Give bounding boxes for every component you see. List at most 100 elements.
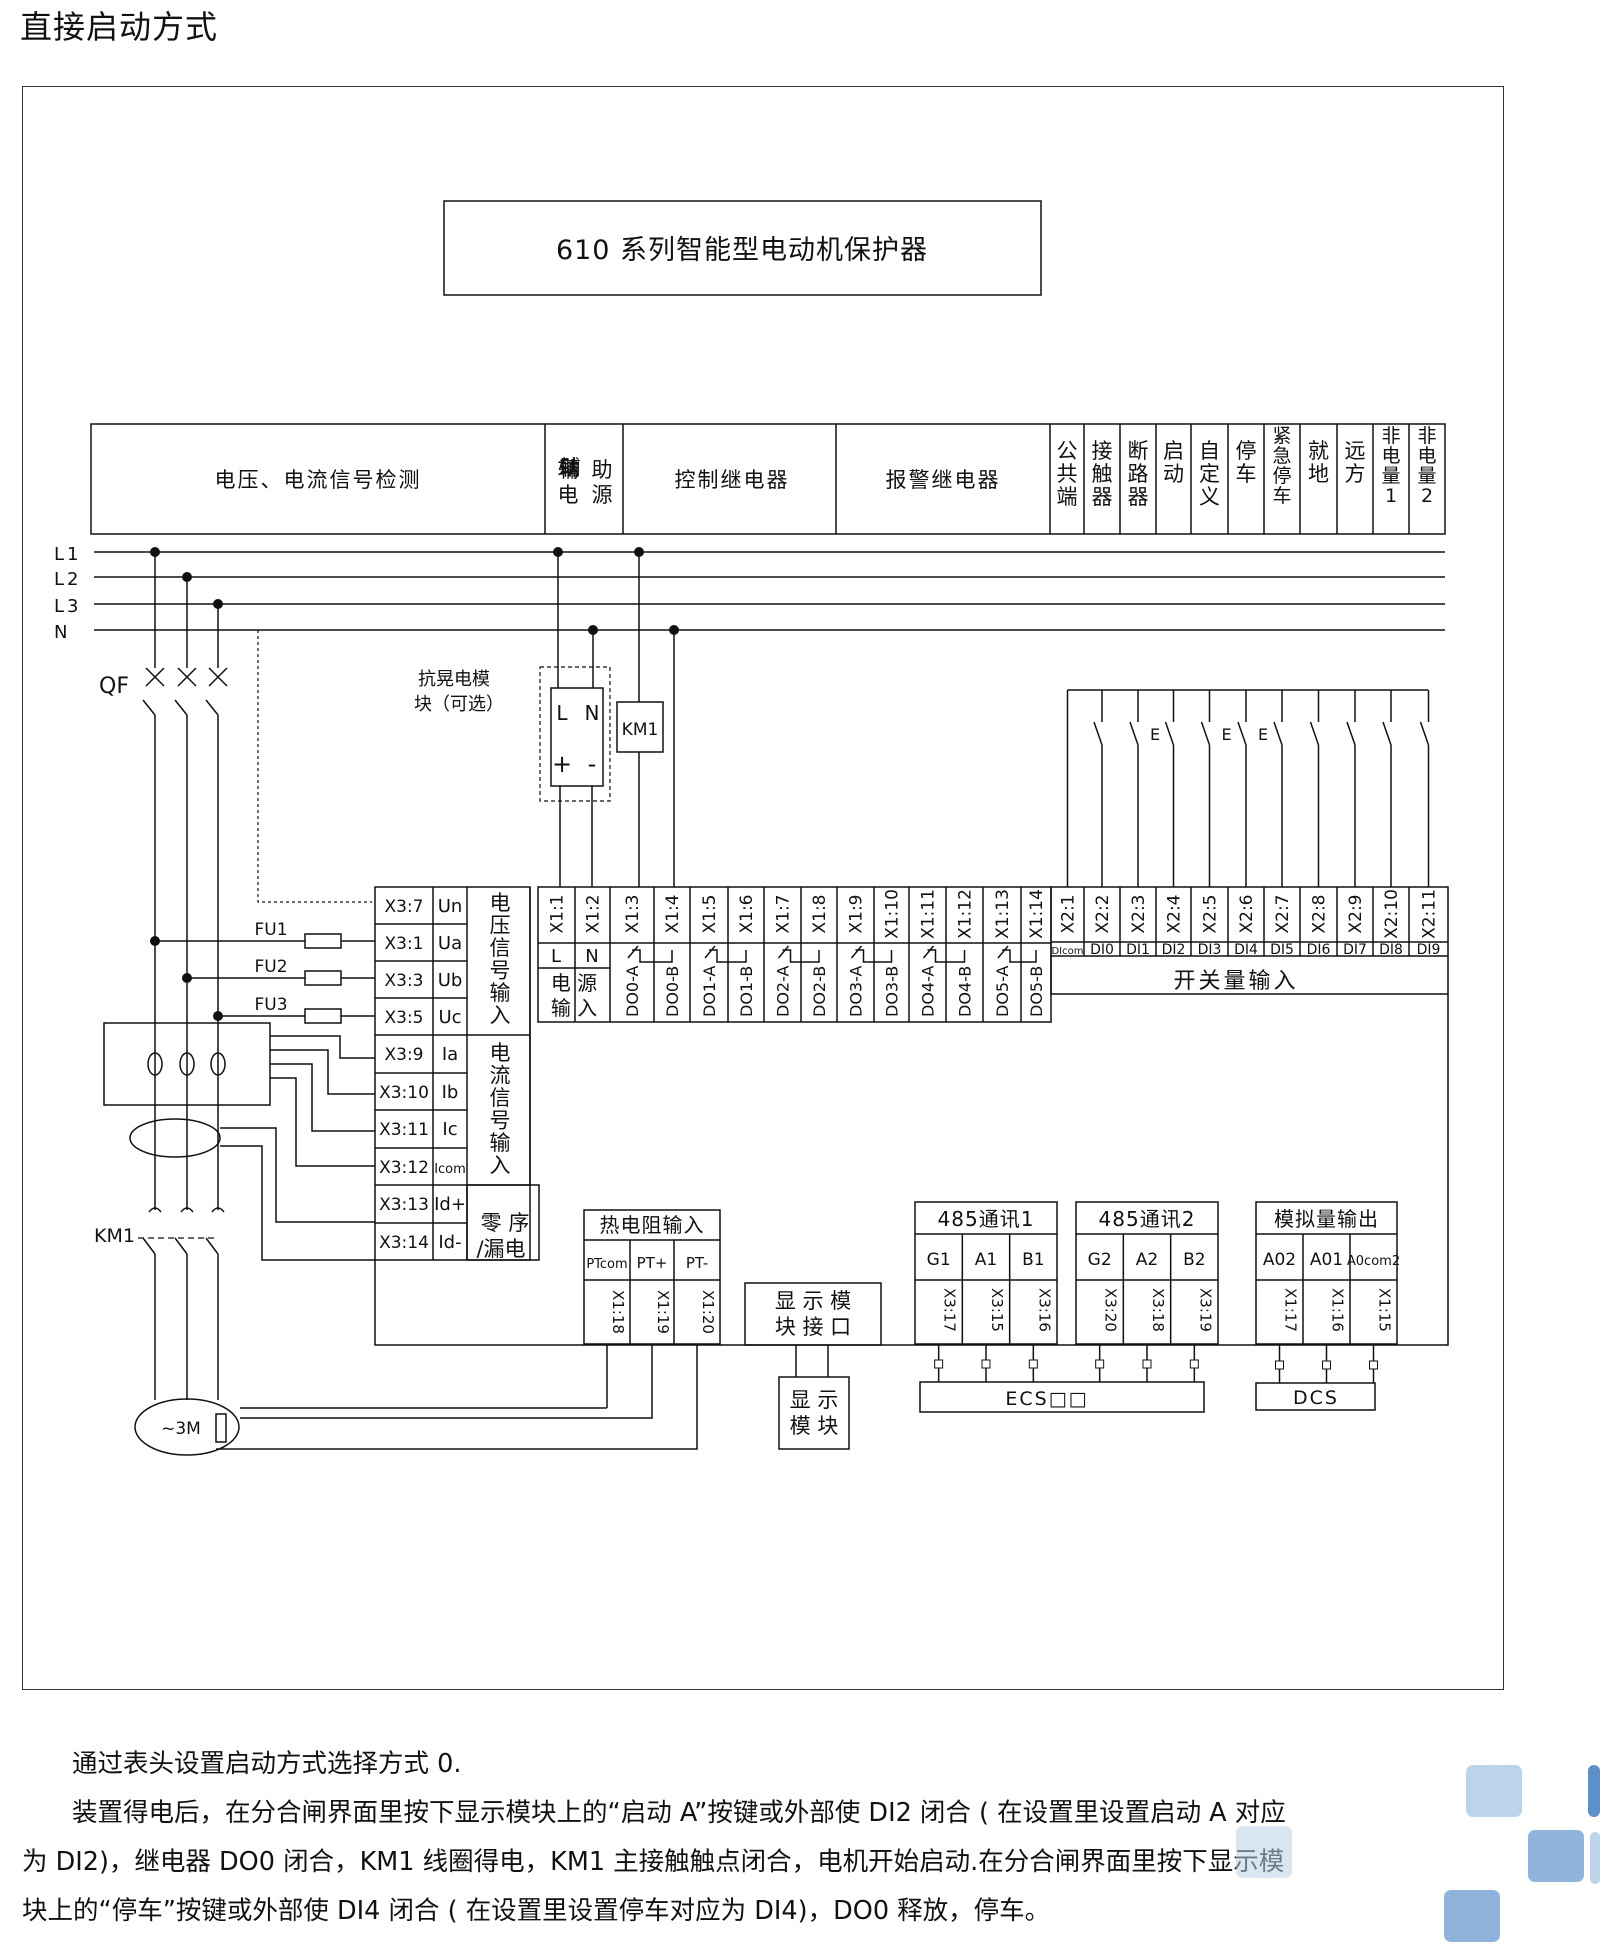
comm1-title: 485通讯1 (938, 1207, 1035, 1231)
header-aux-power: 辅 (558, 458, 579, 482)
comm2-sig-A2: A2 (1136, 1250, 1158, 1270)
decorative-square-6 (1590, 1832, 1600, 1884)
contactor-arc (180, 1207, 194, 1213)
x3-term-X3:7: X3:7 (384, 897, 423, 917)
current-input-label: 输 (490, 1131, 511, 1155)
ecs-tap-terminal (981, 1359, 991, 1369)
x3-term-X3:12: X3:12 (379, 1158, 429, 1178)
x3-term-X3:9: X3:9 (384, 1045, 423, 1065)
x3-sig-Ua: Ua (438, 933, 462, 954)
ecs-label: ECS□□ (1005, 1388, 1088, 1410)
current-input-label: 号 (490, 1109, 511, 1133)
header-di-label: 路 (1128, 462, 1149, 486)
comm2-sig-B2: B2 (1183, 1250, 1205, 1270)
contactor-contact (205, 1237, 219, 1255)
di-signal-DI5: DI5 (1270, 942, 1294, 958)
x2-term-X2:6: X2:6 (1237, 894, 1257, 933)
do-label-DO1-A: DO1-A (700, 965, 719, 1017)
x2-term-X2:1: X2:1 (1059, 894, 1079, 933)
current-input-label: 流 (490, 1064, 511, 1088)
x1-term-X1:2: X1:2 (584, 894, 604, 933)
relay-contact (1002, 949, 1037, 963)
header-di-label: 共 (1057, 462, 1078, 486)
rtd-title: 热电阻输入 (600, 1213, 705, 1237)
header-aux-power-a: 辅 (560, 456, 581, 480)
x3-sig-Ic: Ic (442, 1119, 457, 1140)
qf-label: QF (99, 674, 129, 699)
di-signal-DIcom: DIcom (1051, 946, 1083, 957)
do-label-DO5-A: DO5-A (993, 965, 1012, 1017)
body-paragraph-2-line-1: 装置得电后，在分合闸界面里按下显示模块上的“启动 A”按键或外部使 DI2 闭合… (72, 1798, 1286, 1828)
current-input-label: 信 (490, 1086, 511, 1110)
km1-coil-box (616, 701, 664, 753)
header-di-label: 非 (1417, 425, 1436, 447)
contactor-arc (211, 1207, 225, 1213)
di-switch-blade (1273, 721, 1283, 746)
x2-term-X2:4: X2:4 (1165, 894, 1185, 933)
fuse-body (304, 933, 342, 949)
dcs-tap-terminal (1322, 1360, 1331, 1370)
voltage-input-label: 号 (490, 959, 511, 983)
comm2-sig-G2: G2 (1088, 1250, 1112, 1270)
power-term-N: N (585, 946, 598, 967)
ct-coil (210, 1052, 226, 1076)
x3-term-X3:13: X3:13 (379, 1195, 429, 1215)
zero-seq-wire (220, 1127, 375, 1223)
x3-sig-Ub: Ub (438, 970, 463, 991)
header-aux-power: 电 (558, 483, 579, 507)
rtd-sig-PTcom: PTcom (586, 1257, 627, 1272)
header-di-label: 自 (1199, 439, 1220, 463)
x1-term-X1:1: X1:1 (548, 894, 568, 933)
header-di-label: 触 (1092, 462, 1113, 486)
x1-term-X1:4: X1:4 (663, 894, 683, 933)
do-label-DO5-B: DO5-B (1027, 966, 1046, 1017)
surge-term-N: N (585, 701, 600, 725)
relay-contact-blade (627, 945, 639, 959)
header-di-label: 启 (1163, 439, 1184, 463)
dcs-tap-terminal (1275, 1360, 1284, 1370)
rtd-wire (216, 1344, 698, 1450)
x2-term-X2:2: X2:2 (1093, 894, 1113, 933)
header-aux-power-a: 助 (560, 456, 581, 480)
x3-sig-Id+: Id+ (434, 1194, 466, 1215)
ct-wire (270, 1035, 375, 1059)
analog-sig-A02: A02 (1263, 1250, 1296, 1270)
zero-seq-box (466, 1184, 540, 1261)
neutral-dotted (257, 630, 372, 903)
x3-sig-Un: Un (438, 896, 463, 917)
rtd-term-X1:18: X1:18 (609, 1290, 627, 1334)
comm2-term-X3:20: X3:20 (1102, 1288, 1120, 1332)
fuse-body (304, 970, 342, 986)
comm2-term-X3:19: X3:19 (1196, 1288, 1214, 1332)
decorative-square-2 (1588, 1765, 1600, 1817)
fuse-body (304, 1008, 342, 1024)
x2-term-X2:8: X2:8 (1310, 894, 1330, 933)
power-term-L: L (551, 946, 561, 967)
dcs-label: DCS (1293, 1387, 1339, 1409)
do-label-DO4-A: DO4-A (919, 965, 938, 1017)
do-label-DO3-A: DO3-A (847, 965, 866, 1017)
decorative-square-4 (1236, 1826, 1292, 1878)
di-emergency-mark: E (1258, 725, 1268, 744)
di-switch-blade (1200, 721, 1211, 746)
surge-term-plus: + (552, 750, 572, 778)
x3-sig-Uc: Uc (438, 1007, 461, 1028)
analog-sig-A01: A01 (1310, 1250, 1343, 1270)
relay-contact (632, 949, 673, 963)
bus-label-L1: L1 (54, 544, 81, 565)
comm1-term-X3:17: X3:17 (941, 1288, 959, 1332)
relay-contact-blade (850, 945, 863, 959)
header-di-label: 器 (1092, 485, 1113, 509)
di-switch-blade (1382, 721, 1392, 746)
header-di-label: 断 (1128, 439, 1149, 463)
body-text: 通过表头设置启动方式选择方式 0. 装置得电后，在分合闸界面里按下显示模块上的“… (22, 1740, 1462, 1936)
decorative-square-5 (1444, 1890, 1500, 1942)
comm1-sig-A1: A1 (975, 1250, 997, 1270)
di-signal-DI3: DI3 (1198, 942, 1222, 958)
header-aux-power: 助 (592, 458, 613, 482)
relay-contact-blade (922, 945, 935, 959)
km1-coil-label: KM1 (622, 720, 659, 740)
x1-term-X1:11: X1:11 (919, 889, 939, 939)
di-switch-blade (1309, 721, 1320, 746)
x3-term-X3:14: X3:14 (379, 1233, 429, 1253)
